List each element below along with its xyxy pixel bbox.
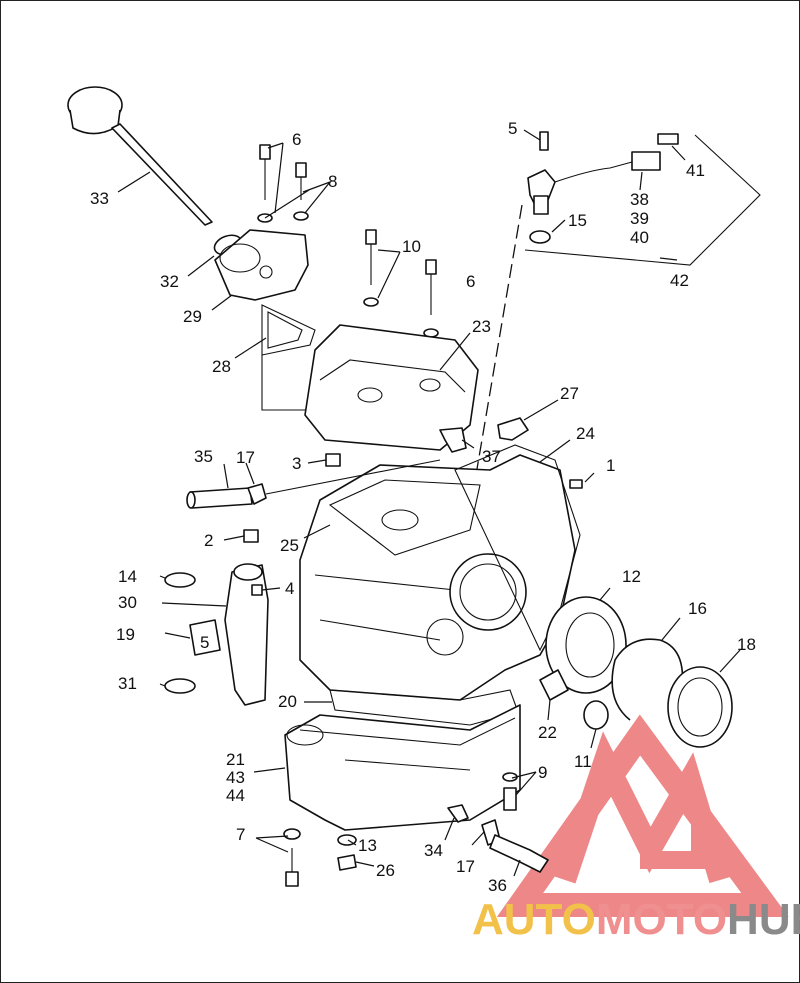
- needle-bearing-11: [583, 700, 609, 730]
- fitting-34: [447, 804, 469, 823]
- callout-35: 35: [194, 447, 213, 466]
- callout-23: 23: [472, 317, 491, 336]
- spacer-22: [539, 669, 569, 701]
- callout-6-mid: 6: [466, 272, 475, 291]
- retaining-ring-16: [611, 638, 661, 721]
- watermark-moto: MOTO: [596, 895, 727, 944]
- washer-7: [283, 828, 301, 840]
- callout-labels: 1 2 3 4 5 6 6 7 8 9 10 11 12 13 14 15 16…: [90, 119, 756, 895]
- bolt-9: [503, 787, 517, 811]
- callout-12: 12: [622, 567, 641, 586]
- bolt-8: [293, 162, 309, 221]
- filter-housing-30: [224, 563, 269, 706]
- bolt-7: [285, 848, 299, 887]
- fitting-37: [439, 427, 467, 453]
- callout-30: 30: [118, 593, 137, 612]
- callout-15: 15: [568, 211, 587, 230]
- callout-1: 1: [606, 456, 615, 475]
- callout-37: 37: [482, 447, 501, 466]
- callout-11: 11: [574, 752, 592, 771]
- callout-20: 20: [278, 692, 297, 711]
- callout-21: 21: [226, 750, 245, 769]
- callout-39: 39: [630, 209, 649, 228]
- top-cover: [304, 324, 479, 451]
- callout-44: 44: [226, 786, 245, 805]
- fitting-27: [497, 417, 529, 441]
- callout-3: 3: [292, 454, 301, 473]
- clamp-17: [247, 483, 267, 505]
- dipstick: [67, 86, 213, 226]
- svg-text:AUTOMOTOHUB: AUTOMOTOHUB: [472, 895, 800, 944]
- oil-pan: [284, 704, 521, 831]
- callout-41: 41: [686, 161, 705, 180]
- callout-10: 10: [402, 237, 421, 256]
- callout-38: 38: [630, 190, 649, 209]
- o-ring-15: [529, 230, 551, 244]
- callout-32: 32: [160, 272, 179, 291]
- callout-6-top: 6: [292, 130, 301, 149]
- callout-5: 5: [508, 119, 517, 138]
- callout-34: 34: [424, 841, 443, 860]
- callout-14: 14: [118, 567, 137, 586]
- clip-41: [657, 133, 679, 145]
- watermark-logo: [496, 714, 789, 917]
- plug-2: [243, 529, 259, 543]
- label-19-text: 5: [200, 633, 209, 652]
- callout-36: 36: [488, 876, 507, 895]
- callout-19: 19: [116, 625, 135, 644]
- fill-housing: [214, 229, 309, 301]
- callout-4: 4: [285, 579, 294, 598]
- hose-35: [186, 487, 253, 509]
- parts-drawing: 5: [67, 86, 761, 887]
- callout-28: 28: [212, 357, 231, 376]
- callout-2: 2: [204, 531, 213, 550]
- callout-40: 40: [630, 228, 649, 247]
- transmission-case: [299, 454, 576, 701]
- callout-33: 33: [90, 189, 109, 208]
- bolt-6-right: [423, 259, 439, 338]
- hose-36: [489, 834, 549, 873]
- callout-42: 42: [670, 271, 689, 290]
- callout-31: 31: [118, 674, 137, 693]
- callout-18: 18: [737, 635, 756, 654]
- callout-26: 26: [376, 861, 395, 880]
- callout-17-bottom: 17: [456, 857, 475, 876]
- callout-13: 13: [358, 836, 377, 855]
- callout-8: 8: [328, 172, 337, 191]
- callout-22: 22: [538, 723, 557, 742]
- callout-9: 9: [538, 763, 547, 782]
- watermark-hub: HUB: [727, 895, 800, 944]
- gasket-28: [261, 304, 316, 356]
- o-ring-31: [164, 678, 196, 694]
- callout-43: 43: [226, 768, 245, 787]
- seal-18: [667, 666, 733, 748]
- callout-16: 16: [688, 599, 707, 618]
- callout-24: 24: [576, 424, 595, 443]
- bearing-12: [545, 596, 627, 694]
- leader-lines: [117, 129, 741, 877]
- callout-25: 25: [280, 536, 299, 555]
- watermark-auto: AUTO: [472, 895, 596, 944]
- callout-29: 29: [183, 307, 202, 326]
- callout-17-top: 17: [236, 448, 255, 467]
- label-19: [189, 619, 221, 656]
- plug-3: [325, 453, 341, 467]
- o-ring-14: [164, 572, 196, 588]
- callout-7: 7: [236, 825, 245, 844]
- bolt-10: [363, 229, 379, 307]
- dowel-1: [569, 479, 583, 489]
- callout-27: 27: [560, 384, 579, 403]
- drain-plug-26: [337, 854, 357, 871]
- speed-sensor: [527, 131, 661, 215]
